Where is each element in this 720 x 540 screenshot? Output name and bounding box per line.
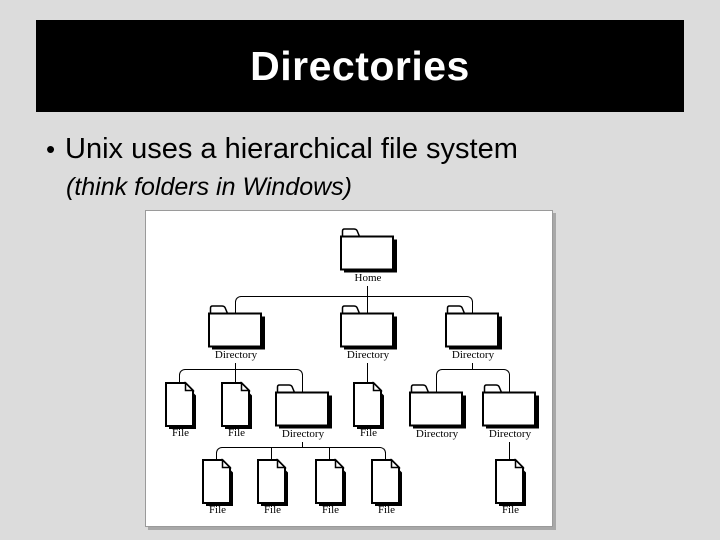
file-node: File [200,458,235,516]
folder-node: Directory [274,384,332,440]
folder-icon [275,384,332,429]
connector-line [367,296,368,314]
folder-node: Directory [408,384,466,440]
connector-line [472,363,473,370]
file-node: File [351,381,386,439]
folder-icon [340,228,397,273]
file-node: File [219,381,254,439]
node-label: Directory [346,349,390,361]
file-node: File [493,458,528,516]
connector-line [367,286,368,297]
node-label: File [227,427,246,439]
bullet-line: • Unix uses a hierarchical file system [46,132,518,166]
node-label: Directory [214,349,258,361]
connector-line [367,363,368,384]
connector-line [329,447,330,461]
connector-bus [179,369,303,379]
connector-line [179,379,180,384]
folder-icon [445,305,502,350]
node-label: Home [354,272,382,284]
file-icon [495,458,526,506]
file-icon [371,458,402,506]
node-label: File [501,504,520,516]
slide-title: Directories [250,42,470,89]
node-label: File [263,504,282,516]
file-icon [353,381,384,429]
bullet-marker: • [46,134,56,164]
file-node: File [255,458,290,516]
folder-node: Directory [339,305,397,361]
connector-bus [436,369,510,379]
folder-icon [208,305,265,350]
file-node: File [163,381,198,439]
node-label: File [208,504,227,516]
connector-line [385,457,386,461]
node-label: Directory [281,428,325,440]
file-icon [165,381,196,429]
connector-bus [216,447,386,457]
file-icon [221,381,252,429]
connector-line [509,379,510,393]
node-label: Directory [451,349,495,361]
folder-icon [482,384,539,429]
connector-line [271,447,272,461]
diagram-canvas: Home Directory Directory Directory File … [146,211,552,526]
connector-line [235,306,236,314]
title-bar: Directories [36,20,684,112]
node-label: File [377,504,396,516]
node-label: Directory [488,428,532,440]
node-label: File [171,427,190,439]
connector-line [235,369,236,384]
folder-icon [340,305,397,350]
file-node: File [313,458,348,516]
node-label: File [321,504,340,516]
file-icon [257,458,288,506]
directory-tree-figure: Home Directory Directory Directory File … [145,210,553,527]
bullet-subtext: (think folders in Windows) [66,173,352,201]
folder-node: Directory [207,305,265,361]
connector-line [302,379,303,393]
connector-line [216,457,217,461]
node-label: File [359,427,378,439]
connector-line [302,442,303,448]
connector-line [235,363,236,370]
connector-line [436,379,437,393]
folder-node: Directory [444,305,502,361]
connector-line [509,442,510,461]
bullet-text: Unix uses a hierarchical file system [65,133,518,165]
file-node: File [369,458,404,516]
file-icon [315,458,346,506]
folder-node: Directory [481,384,539,440]
file-icon [202,458,233,506]
node-label: Directory [415,428,459,440]
connector-line [472,306,473,314]
connector-bus [235,296,473,306]
folder-node: Home [339,228,397,284]
folder-icon [409,384,466,429]
